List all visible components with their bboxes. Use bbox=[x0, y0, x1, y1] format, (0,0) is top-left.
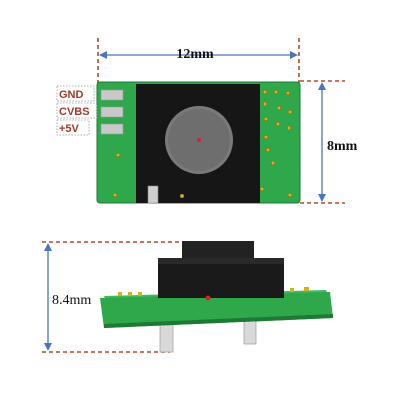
top-view: 12mm 8mm GND CVBS +5V bbox=[56, 38, 358, 204]
sensor-housing-upper bbox=[182, 241, 254, 261]
side-lens-center bbox=[205, 295, 211, 301]
board-components bbox=[118, 287, 309, 296]
pad-label-box-gnd bbox=[56, 85, 95, 102]
pad-label-box-5v bbox=[56, 119, 90, 136]
width-label: 12mm bbox=[176, 47, 214, 62]
height-label: 8mm bbox=[327, 139, 358, 154]
pad-label-box-cvbs bbox=[56, 102, 98, 119]
pcb-side-bottom bbox=[104, 314, 333, 328]
pin-right bbox=[243, 317, 257, 345]
lens-center bbox=[197, 138, 201, 142]
sensor-housing-lower bbox=[158, 258, 284, 298]
side-view: 8.4mm bbox=[42, 241, 333, 353]
depth-label: 8.4mm bbox=[52, 293, 91, 308]
pad-label-5v: +5V bbox=[59, 123, 80, 135]
arrow-right-icon bbox=[290, 51, 298, 59]
arrow-up-icon bbox=[44, 243, 52, 251]
pad-label-gnd: GND bbox=[59, 89, 84, 101]
vias bbox=[112, 89, 293, 199]
arrow-left-icon bbox=[99, 51, 107, 59]
pad-cvbs bbox=[100, 106, 124, 118]
pad-label-cvbs: CVBS bbox=[59, 106, 90, 118]
arrow-down-icon bbox=[318, 194, 326, 202]
pad-5v bbox=[100, 123, 124, 135]
arrow-up-icon bbox=[318, 82, 326, 90]
sensor-housing-shade bbox=[158, 258, 284, 264]
connector bbox=[147, 185, 159, 204]
pad-gnd bbox=[100, 89, 124, 101]
arrow-down-icon bbox=[44, 343, 52, 351]
